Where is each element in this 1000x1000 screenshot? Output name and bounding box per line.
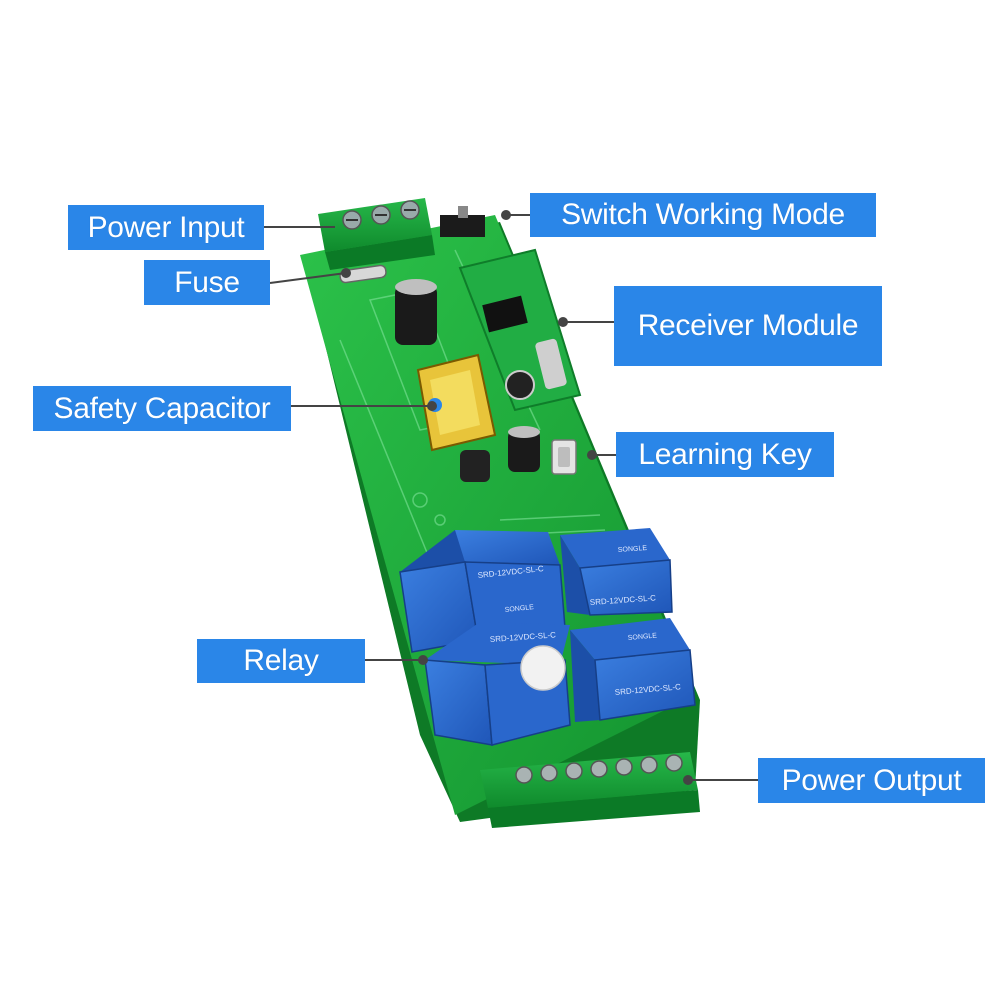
receiver-module-board xyxy=(458,248,582,412)
relay-rear-right: SRD-12VDC-SL-C SONGLE xyxy=(560,528,673,616)
learning-key-button xyxy=(551,439,577,475)
label-receiver-module: Receiver Module xyxy=(614,286,882,366)
relay-front-right-brand: SONGLE xyxy=(628,632,658,642)
power-input-terminal xyxy=(318,198,435,270)
leader-lines xyxy=(264,210,758,785)
label-relay: Relay xyxy=(197,639,365,683)
label-power-output: Power Output xyxy=(758,758,985,803)
transformer xyxy=(416,353,497,452)
relay-rear-left-brand: SONGLE xyxy=(504,604,534,614)
filter-capacitor xyxy=(460,426,540,482)
relay-front-left: SRD-12VDC-SL-C xyxy=(424,622,571,746)
mode-jumper xyxy=(440,206,485,237)
label-power-input: Power Input xyxy=(68,205,264,250)
label-learning-key: Learning Key xyxy=(616,432,834,477)
fuse xyxy=(339,264,387,284)
relay-rear-right-brand: SONGLE xyxy=(618,545,648,554)
power-output-terminal xyxy=(480,752,700,828)
label-safety-capacitor: Safety Capacitor xyxy=(33,386,291,431)
label-switch-working-mode: Switch Working Mode xyxy=(530,193,876,237)
electrolytic-capacitor xyxy=(395,279,437,345)
label-fuse: Fuse xyxy=(144,260,270,305)
relay-front-right: SRD-12VDC-SL-C SONGLE xyxy=(570,618,696,722)
